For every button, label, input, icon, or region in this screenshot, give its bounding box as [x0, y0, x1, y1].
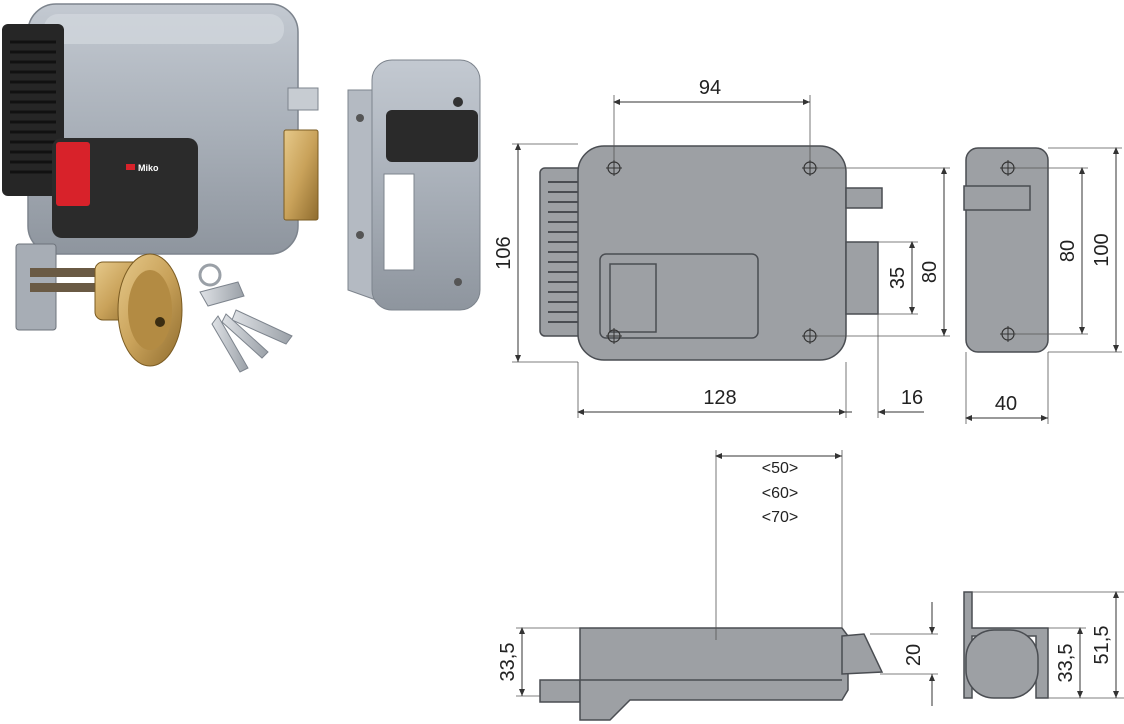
dim-16: 16: [901, 387, 923, 409]
keys: [198, 263, 293, 373]
dim-20: 20: [903, 644, 925, 666]
dim-end-33-5: 33,5: [1055, 644, 1077, 683]
front-view: 94 106 128 16 35 80: [493, 77, 950, 418]
lock-cylinder: [15, 243, 183, 367]
dim-33-5: 33,5: [497, 643, 519, 682]
dim-94: 94: [699, 77, 721, 99]
dim-35: 35: [887, 267, 909, 289]
dim-side-40: 40: [995, 393, 1017, 415]
dim-end-51-5: 51,5: [1091, 626, 1113, 665]
backset-60: <60>: [762, 485, 798, 502]
dim-80: 80: [919, 261, 941, 283]
dim-128: 128: [703, 387, 736, 409]
backset-50: <50>: [762, 460, 798, 477]
top-view: <50> <60> <70> 33,5 20: [497, 450, 938, 721]
brand-logo: Miko: [126, 163, 159, 173]
svg-text:Miko: Miko: [138, 163, 159, 173]
side-view: 80 100 40: [963, 147, 1122, 424]
dim-side-80: 80: [1057, 240, 1079, 262]
lock-body: Miko: [2, 3, 319, 255]
red-release-button: [56, 142, 90, 206]
backset-70: <70>: [762, 509, 798, 526]
strike-plate: [347, 59, 481, 311]
dim-106: 106: [493, 236, 515, 269]
dim-side-100: 100: [1091, 233, 1113, 266]
product-illustration: Miko: [2, 3, 481, 373]
end-view: 33,5 51,5: [963, 591, 1124, 699]
